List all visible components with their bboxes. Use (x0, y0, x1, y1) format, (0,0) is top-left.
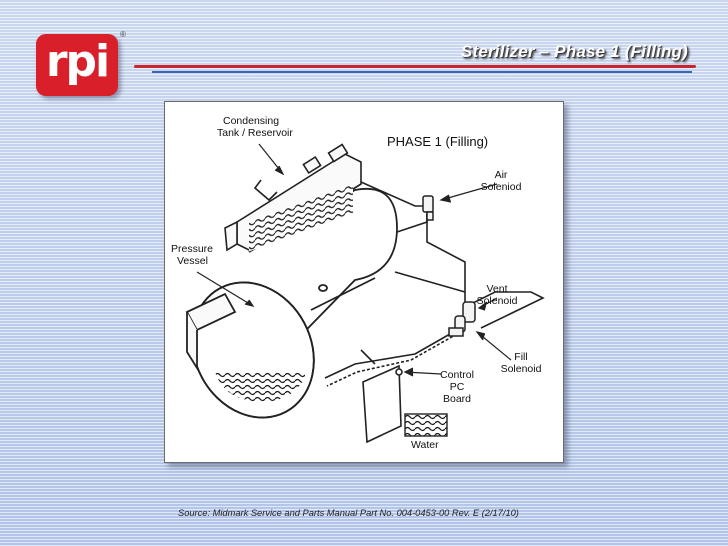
leader-arrows (196, 143, 512, 377)
pressure-vessel-shape (185, 183, 398, 419)
slide-title: Sterilizer – Phase 1 (Filling) (460, 42, 688, 61)
title-underline-red (134, 65, 696, 68)
control-pc-board-shape (362, 364, 403, 444)
title-underline-blue (152, 71, 692, 73)
label-condensing-line2: Tank / Reservoir (217, 127, 293, 139)
label-air-line1: Air (495, 169, 508, 181)
label-control-line3: Board (443, 393, 471, 405)
diagram-heading: PHASE 1 (Filling) (387, 134, 488, 149)
label-control-line1: Control (440, 369, 474, 381)
air-solenoid-shape (422, 195, 434, 221)
vent-fill-solenoid-shape (448, 301, 476, 337)
label-air-line2: Soleniod (481, 181, 522, 193)
label-water: Water (411, 439, 439, 451)
logo-text: rpi (45, 36, 110, 87)
label-vent-line1: Vent (486, 283, 507, 295)
water-legend-swatch (404, 413, 448, 437)
label-pressure-line1: Pressure (171, 243, 213, 255)
label-control-line2: PC (450, 381, 465, 393)
sterilizer-diagram: Condensing Tank / Reservoir PHASE 1 (Fil… (164, 101, 564, 463)
label-pressure-line2: Vessel (177, 255, 208, 267)
diagram-drawing: Condensing Tank / Reservoir PHASE 1 (Fil… (171, 115, 545, 451)
label-fill-line2: Solenoid (501, 363, 542, 375)
label-fill-line1: Fill (514, 351, 527, 363)
label-condensing-line1: Condensing (223, 115, 279, 127)
label-vent-line2: Solenoid (477, 295, 518, 307)
registered-mark: ® (120, 30, 126, 39)
source-citation: Source: Midmark Service and Parts Manual… (178, 508, 519, 518)
rpi-logo: rpi (36, 34, 118, 96)
